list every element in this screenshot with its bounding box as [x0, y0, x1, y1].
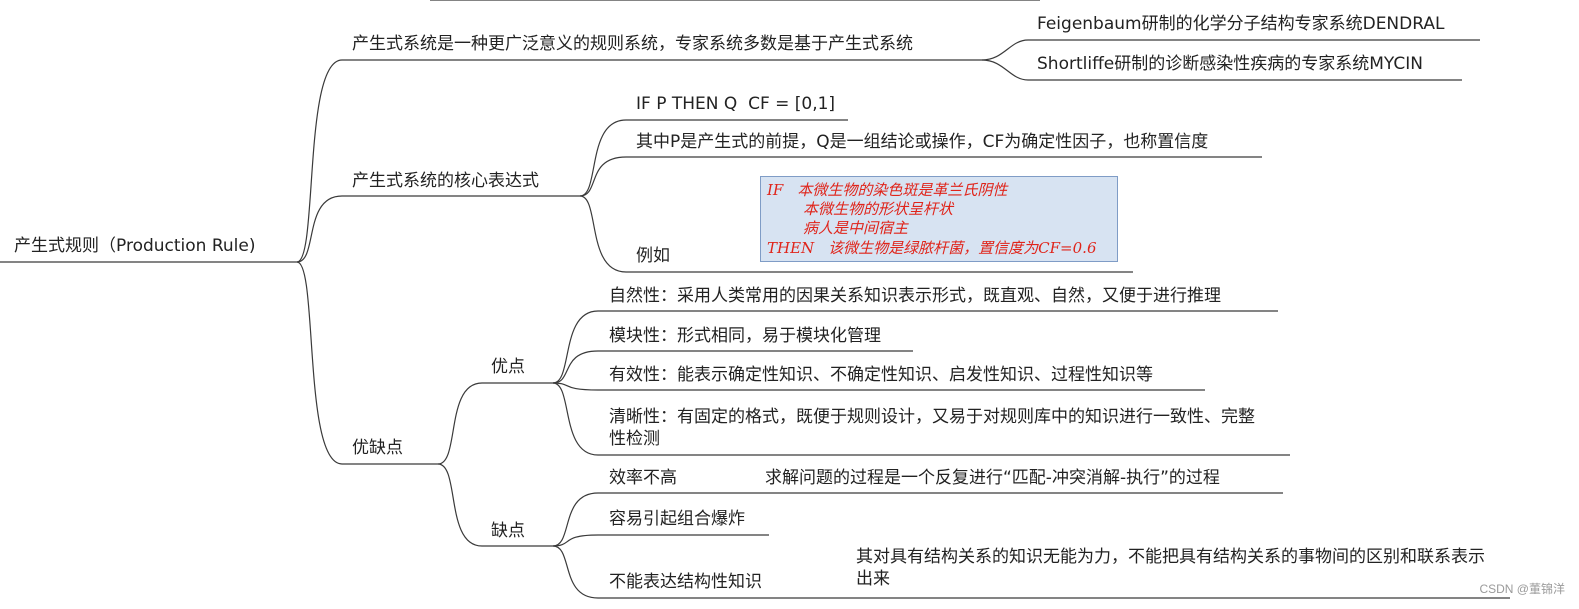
- pro-item-clarity: 清晰性：有固定的格式，既便于规则设计，又易于对规则库中的知识进行一致性、完整性检…: [609, 407, 1255, 449]
- con-item-structure-detail: 其对具有结构关系的知识无能为力，不能把具有结构关系的事物间的区别和联系表示出来: [856, 547, 1485, 589]
- if-keyword: IF: [767, 181, 784, 199]
- connector: [579, 195, 627, 273]
- example-label: 例如: [636, 246, 670, 266]
- example-image: IF 本微生物的染色斑是革兰氏阴性 本微生物的形状呈杆状 病人是中间宿主 THEN…: [760, 176, 1118, 262]
- formula-node: IF P THEN Q CF = [0,1]: [636, 94, 836, 114]
- pro-item-modularity: 模块性：形式相同，易于模块化管理: [609, 326, 881, 346]
- branch-production-system: 产生式系统是一种更广泛意义的规则系统，专家系统多数是基于产生式系统: [352, 34, 913, 54]
- con-item-efficiency-detail: 求解问题的过程是一个反复进行“匹配-冲突消解-执行”的过程: [765, 468, 1220, 488]
- dendral-node: Feigenbaum研制的化学分子结构专家系统DENDRAL: [1037, 14, 1445, 34]
- connector: [552, 382, 599, 456]
- connector: [981, 59, 1029, 81]
- con-item-explosion: 容易引起组合爆炸: [609, 509, 745, 529]
- connector: [552, 382, 599, 391]
- connector: [296, 261, 343, 465]
- connector: [579, 119, 627, 197]
- connector: [296, 59, 343, 263]
- watermark: CSDN @董锦洋: [1479, 582, 1565, 596]
- explanation-node: 其中P是产生式的前提，Q是一组结论或操作，CF为确定性因子，也称置信度: [636, 132, 1209, 152]
- connector: [552, 492, 599, 547]
- branch-core-expression: 产生式系统的核心表达式: [352, 171, 539, 191]
- example-line-1: IF 本微生物的染色斑是革兰氏阴性: [767, 181, 1007, 199]
- connector: [552, 350, 599, 384]
- connector: [437, 463, 483, 547]
- pro-item-naturalness: 自然性：采用人类常用的因果关系知识表示形式，既直观、自然，又便于进行推理: [609, 286, 1221, 306]
- connector: [296, 195, 343, 263]
- example-condition-2: 本微生物的形状呈杆状: [803, 200, 954, 218]
- example-condition-1: 本微生物的染色斑是革兰氏阴性: [797, 181, 1008, 199]
- pro-item-effectiveness: 有效性：能表示确定性知识、不确定性知识、启发性知识、过程性知识等: [609, 365, 1153, 385]
- connector: [437, 382, 483, 465]
- mycin-node: Shortliffe研制的诊断感染性疾病的专家系统MYCIN: [1037, 54, 1423, 74]
- connector: [552, 310, 599, 384]
- con-item-structure: 不能表达结构性知识: [609, 572, 762, 592]
- then-keyword: THEN: [767, 239, 815, 257]
- connector: [579, 156, 627, 197]
- example-conclusion: 该微生物是绿脓杆菌，置信度为CF=0.6: [828, 239, 1097, 257]
- cons-node: 缺点: [491, 521, 525, 541]
- root-node: 产生式规则（Production Rule): [14, 236, 256, 256]
- connector: [981, 39, 1029, 61]
- pros-node: 优点: [491, 357, 525, 377]
- branch-pros-cons: 优缺点: [352, 438, 403, 458]
- connector: [552, 534, 599, 547]
- example-condition-3: 病人是中间宿主: [803, 219, 909, 237]
- example-line-4: THEN 该微生物是绿脓杆菌，置信度为CF=0.6: [767, 239, 1096, 257]
- connector: [552, 545, 599, 599]
- con-item-efficiency: 效率不高: [609, 468, 677, 488]
